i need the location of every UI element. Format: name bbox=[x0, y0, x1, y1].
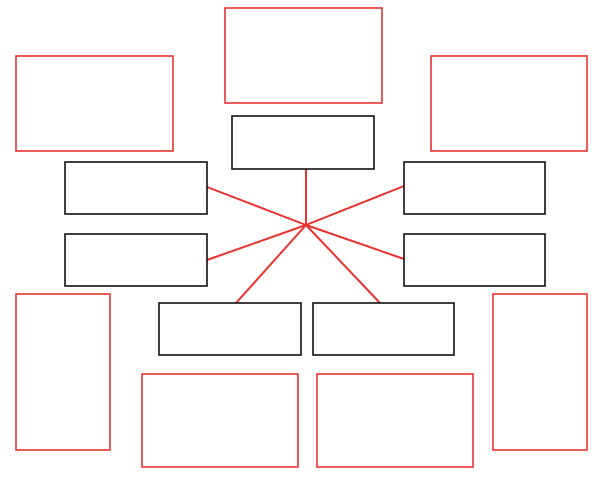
inner-box-bottom-left bbox=[158, 302, 302, 356]
spoke-right-lower bbox=[305, 224, 405, 260]
inner-box-right-lower bbox=[403, 233, 546, 287]
spoke-bottom-right bbox=[305, 224, 381, 304]
outer-box-bottom-left bbox=[141, 373, 299, 468]
inner-box-top bbox=[231, 115, 375, 170]
inner-boxes bbox=[64, 115, 546, 356]
inner-box-left-lower bbox=[64, 233, 208, 287]
inner-box-bottom-right bbox=[312, 302, 455, 356]
outer-box-top-left bbox=[15, 55, 174, 152]
connector-spokes bbox=[206, 169, 405, 304]
outer-boxes bbox=[15, 7, 588, 468]
inner-box-left-upper bbox=[64, 161, 208, 215]
outer-box-top-right bbox=[430, 55, 588, 152]
outer-box-right-tall bbox=[492, 293, 588, 451]
outer-box-bottom-right bbox=[316, 373, 474, 468]
inner-box-right-upper bbox=[403, 161, 546, 215]
spoke-right-upper bbox=[305, 185, 405, 226]
spoke-left-upper bbox=[206, 186, 307, 226]
spoke-bottom-left bbox=[235, 224, 307, 304]
outer-box-top bbox=[224, 7, 383, 104]
outer-box-left-tall bbox=[15, 293, 111, 451]
spoke-left-lower bbox=[206, 224, 307, 261]
